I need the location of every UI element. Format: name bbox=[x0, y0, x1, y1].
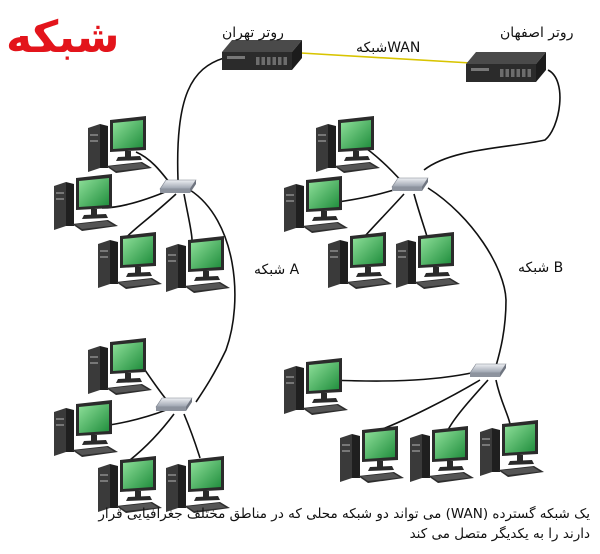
network-b-label: شبکه B bbox=[518, 260, 564, 276]
network-a-label: شبکه A bbox=[254, 262, 300, 278]
computer-a2-1 bbox=[88, 338, 152, 395]
router-tehran-label: روتر تهران bbox=[222, 25, 284, 41]
computer-a1-4 bbox=[166, 236, 230, 293]
b2-drop-4 bbox=[495, 379, 511, 425]
caption-line-1: یک شبکه گسترده (WAN) می تواند دو شبکه مح… bbox=[98, 506, 590, 522]
hub-b2 bbox=[469, 363, 507, 377]
computer-a2-4 bbox=[166, 456, 230, 513]
computer-a1-3 bbox=[98, 232, 162, 289]
network-b-backbone bbox=[427, 187, 507, 367]
computer-b2-2 bbox=[340, 426, 404, 483]
caption-line-2: دارند را به یکدیگر متصل می کند bbox=[409, 526, 590, 542]
a1-drop-3 bbox=[125, 193, 177, 239]
logo: شبکه bbox=[6, 12, 122, 63]
caption: یک شبکه گسترده (WAN) می تواند دو شبکه مح… bbox=[12, 504, 590, 544]
router-isfahan bbox=[466, 52, 546, 82]
computer-b1-2 bbox=[284, 176, 348, 233]
wan-link bbox=[283, 51, 489, 65]
computer-a1-2 bbox=[54, 174, 118, 231]
computer-b2-1 bbox=[284, 358, 348, 415]
a1-drop-4 bbox=[183, 193, 193, 241]
b1-drop-4 bbox=[413, 193, 429, 241]
computer-a2-2 bbox=[54, 400, 118, 457]
a2-drop-3 bbox=[129, 413, 175, 461]
a2-drop-4 bbox=[183, 413, 201, 459]
device-layer bbox=[54, 40, 546, 513]
wan-label: شبکهWAN bbox=[356, 40, 421, 56]
b2-drop-3 bbox=[447, 379, 489, 431]
network-a-backbone bbox=[189, 189, 236, 403]
a1-drop-2 bbox=[101, 189, 171, 209]
computer-b2-3 bbox=[410, 426, 474, 483]
computer-b2-4 bbox=[480, 420, 544, 477]
b2-drop-1 bbox=[329, 371, 477, 382]
tehran-uplink bbox=[176, 57, 225, 181]
b2-drop-2 bbox=[379, 379, 481, 431]
computer-b1-4 bbox=[396, 232, 460, 289]
computer-a1-1 bbox=[88, 116, 152, 173]
computer-b1-3 bbox=[328, 232, 392, 289]
hub-b1 bbox=[391, 177, 429, 191]
hub-a1 bbox=[159, 179, 197, 193]
hub-a2 bbox=[155, 397, 193, 411]
router-tehran bbox=[222, 40, 302, 70]
computer-a2-3 bbox=[98, 456, 162, 513]
computer-b1-1 bbox=[316, 116, 380, 173]
isfahan-uplink bbox=[423, 69, 561, 171]
router-isfahan-label: روتر اصفهان bbox=[500, 25, 574, 41]
